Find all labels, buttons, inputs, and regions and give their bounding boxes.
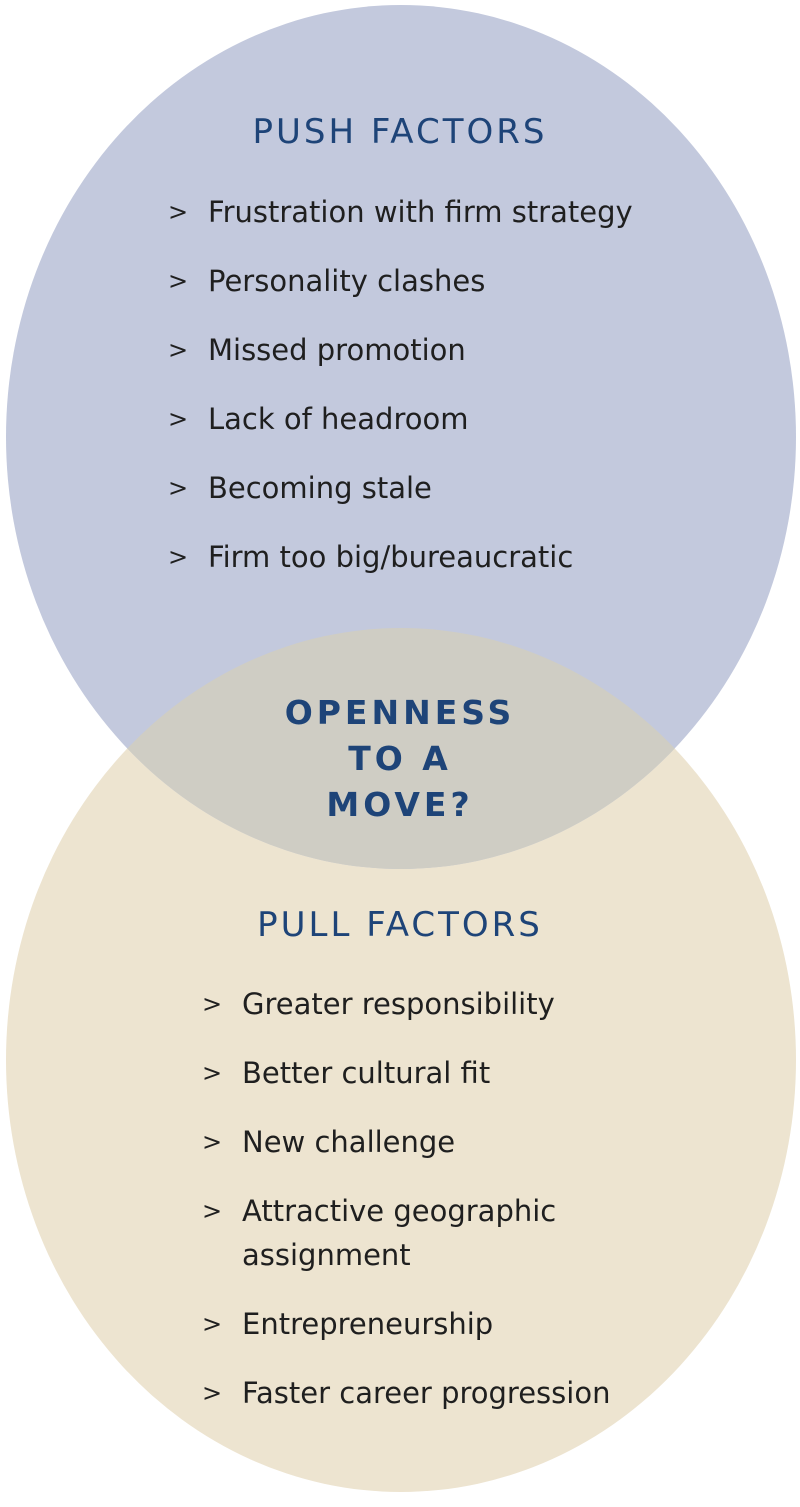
list-item: > Attractive geographic assignment [202, 1189, 642, 1277]
pull-circle [6, 628, 796, 1492]
push-circle [6, 5, 796, 869]
chevron-right-icon: > [202, 1310, 223, 1338]
list-item: > Better cultural fit [202, 1051, 642, 1095]
list-item: > Firm too big/bureaucratic [168, 535, 688, 579]
push-factor-label: Firm too big/bureaucratic [208, 540, 574, 574]
overlap-title-line: OPENNESS [284, 693, 516, 732]
chevron-right-icon: > [168, 543, 189, 571]
list-item: > Becoming stale [168, 466, 688, 510]
chevron-right-icon: > [168, 267, 189, 295]
push-factor-label: Lack of headroom [208, 402, 469, 436]
pull-factors-heading: PULL FACTORS [257, 905, 543, 945]
push-factor-label: Missed promotion [208, 333, 466, 367]
chevron-right-icon: > [202, 1379, 223, 1407]
chevron-right-icon: > [202, 990, 223, 1018]
list-item: > Lack of headroom [168, 397, 688, 441]
list-item: > Missed promotion [168, 328, 688, 372]
list-item: > Personality clashes [168, 259, 688, 303]
chevron-right-icon: > [168, 198, 189, 226]
chevron-right-icon: > [202, 1197, 223, 1225]
pull-factor-label: New challenge [242, 1125, 456, 1159]
list-item: > Greater responsibility [202, 982, 642, 1026]
pull-factor-label: Greater responsibility [242, 987, 555, 1021]
list-item: > New challenge [202, 1120, 642, 1164]
push-factor-label: Frustration with firm strategy [208, 195, 633, 229]
pull-factor-label: Attractive geographic assignment [242, 1194, 557, 1272]
push-factors-list: > Frustration with firm strategy > Perso… [168, 190, 688, 604]
overlap-title: OPENNESS TO A MOVE? [0, 690, 800, 828]
pull-factor-label: Entrepreneurship [242, 1307, 494, 1341]
push-factor-label: Becoming stale [208, 471, 432, 505]
overlap-title-line: MOVE? [326, 785, 474, 824]
chevron-right-icon: > [168, 474, 189, 502]
push-factors-heading: PUSH FACTORS [252, 112, 548, 152]
chevron-right-icon: > [202, 1128, 223, 1156]
push-factor-label: Personality clashes [208, 264, 486, 298]
overlap-title-line: TO A [348, 739, 452, 778]
chevron-right-icon: > [168, 405, 189, 433]
chevron-right-icon: > [202, 1059, 223, 1087]
list-item: > Faster career progression [202, 1371, 642, 1415]
pull-factor-label: Faster career progression [242, 1376, 611, 1410]
chevron-right-icon: > [168, 336, 189, 364]
pull-factors-list: > Greater responsibility > Better cultur… [202, 982, 642, 1440]
list-item: > Frustration with firm strategy [168, 190, 688, 234]
pull-factor-label: Better cultural fit [242, 1056, 491, 1090]
list-item: > Entrepreneurship [202, 1302, 642, 1346]
